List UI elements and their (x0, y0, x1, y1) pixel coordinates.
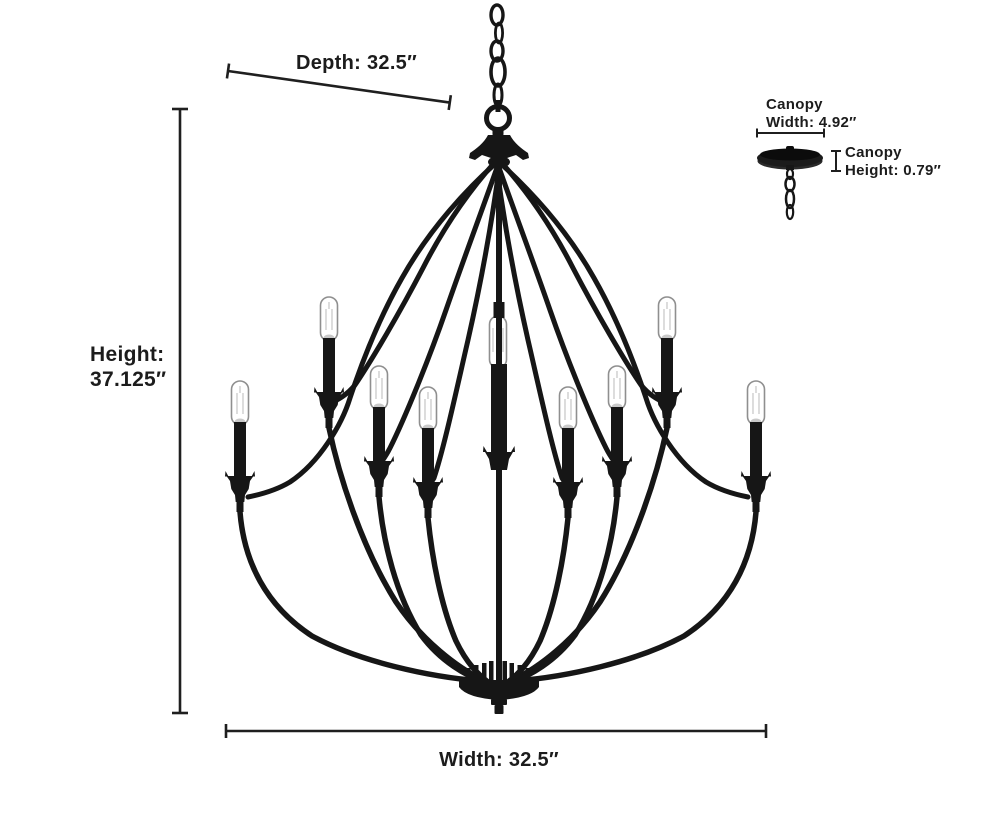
height-label-line2: 37.125″ (90, 367, 167, 391)
width-label: Width: 32.5″ (439, 749, 559, 771)
canopy-width-label-line2: Width: 4.92″ (766, 113, 857, 131)
canopy-height-label-line1: Canopy (845, 144, 902, 161)
right-arms (496, 162, 771, 682)
height-dimension-line (172, 107, 188, 715)
canopy-height-label-line2: Height: 0.79″ (845, 161, 942, 179)
canopy-height-label: Canopy Height: 0.79″ (845, 144, 941, 179)
hanging-chain (489, 3, 507, 108)
bottom-collector (459, 661, 539, 714)
center-column (483, 150, 515, 690)
depth-label: Depth: 32.5″ (296, 52, 417, 74)
loop-ferrule (492, 127, 504, 136)
left-arms (225, 162, 500, 682)
canopy-width-dimension-line (756, 128, 825, 138)
canopy-width-label-line1: Canopy (766, 96, 823, 113)
canopy-height-dimension-line (831, 150, 841, 172)
depth-dimension-line (225, 63, 453, 111)
width-dimension-line (224, 724, 768, 738)
height-label-line1: Height: (90, 343, 165, 366)
canopy-width-label: Canopy Width: 4.92″ (766, 96, 857, 131)
top-cap (469, 135, 529, 160)
height-label: Height: 37.125″ (90, 343, 166, 393)
canopy-drawing (757, 146, 823, 221)
